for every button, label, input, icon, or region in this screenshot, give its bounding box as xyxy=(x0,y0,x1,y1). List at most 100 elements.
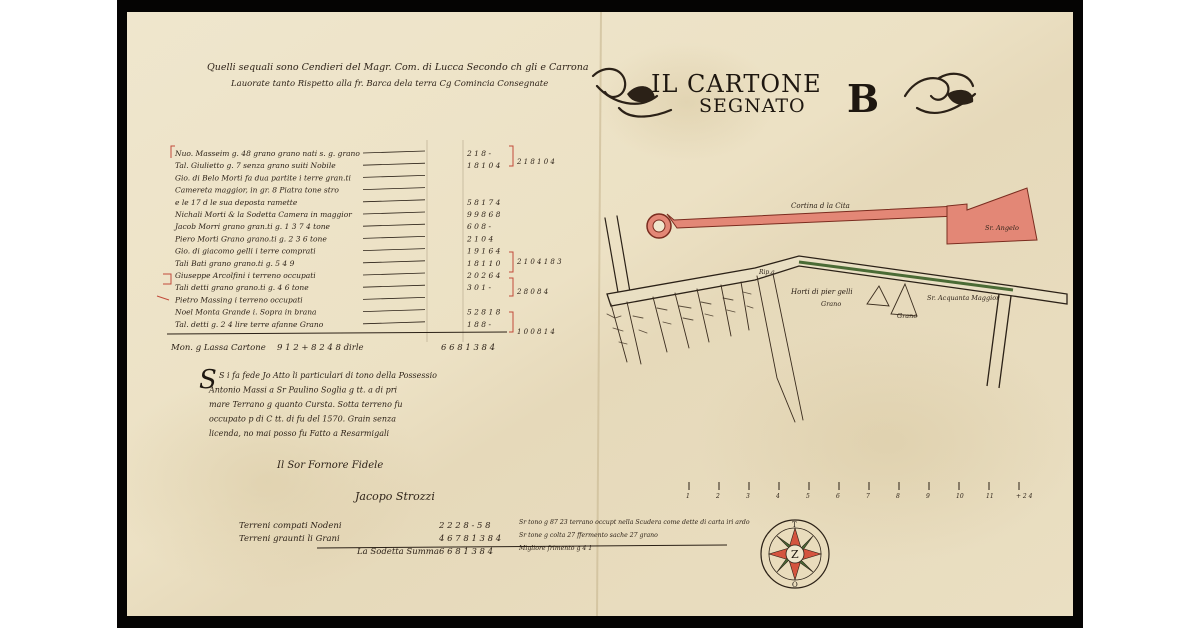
right-road xyxy=(986,293,1012,389)
bottom-row-amount: 6 6 8 1 3 8 4 xyxy=(439,547,493,557)
scale-tick-label: 7 xyxy=(866,493,870,500)
scale-tick-label: 3 xyxy=(746,493,750,500)
ledger-row-value: 5 8 1 7 4 xyxy=(467,198,501,207)
bottom-row-label: Terreni compati Nodeni xyxy=(239,521,342,531)
ledger-row-value: 2 1 8 - xyxy=(466,149,491,158)
ledger-row-dash xyxy=(362,199,426,203)
left-road-edge xyxy=(604,215,632,299)
ledger-total-label: Mon. g Lassa Cartone xyxy=(170,343,266,353)
ledger-row-dash xyxy=(362,321,426,325)
green-hedge xyxy=(798,260,1014,292)
compass-south-label: O xyxy=(792,581,798,589)
bottom-row-label: La Sodetta Summa xyxy=(356,547,439,557)
ledger: Nuo. Masseim g. 48 grano grano nati s. g… xyxy=(156,145,562,336)
ledger-row-dash xyxy=(362,211,426,215)
title-letter: B xyxy=(847,76,879,121)
ledger-row-dash xyxy=(362,309,426,312)
ledger-row-dash xyxy=(362,284,426,288)
ledger-row-dash xyxy=(362,187,426,190)
scale-tick-label: 1 xyxy=(686,493,690,500)
ledger-row-value: 1 9 1 6 4 xyxy=(467,247,501,256)
ledger-row-dash xyxy=(362,162,426,166)
ledger-row-dash xyxy=(362,175,426,178)
ledger-row-value: 1 8 1 0 4 xyxy=(467,161,501,170)
ledger-side-total: 2 1 8 1 0 4 xyxy=(516,158,555,166)
paper-stain xyxy=(697,322,1073,562)
ledger-row-dash xyxy=(362,236,426,239)
paper-stain xyxy=(127,372,427,592)
scale-tick-label: 4 xyxy=(775,493,780,500)
parcel-scribbles xyxy=(606,291,754,345)
ledger-row-text: Gio. di Belo Morti fa dua partite i terr… xyxy=(175,173,351,182)
scale-tick-label: 10 xyxy=(956,493,964,500)
paper-stain xyxy=(597,42,777,162)
note-line: occupato p di C tt. di fu del 1570. Grai… xyxy=(209,415,396,424)
note-line: mare Terrano g quanto Cursta. Sotta terr… xyxy=(209,400,403,409)
angle-bastion xyxy=(946,187,1038,245)
scale-tick-label: 2 xyxy=(715,493,720,500)
ledger-row-dash xyxy=(362,272,426,276)
ledger-row-text: Gio. di giacomo gelli i terre comprati xyxy=(175,247,316,256)
ledger-side-total: 2 1 0 4 1 8 3 xyxy=(516,258,562,266)
ledger-row-text: Tali Bati grano grano.ti g. 5 4 9 xyxy=(175,259,295,268)
ledger-total-rule xyxy=(166,331,508,335)
ledger-row-text: Camereta maggior, in gr. 8 Piatra tone s… xyxy=(175,186,339,195)
ledger-row-value: 5 2 8 1 8 xyxy=(467,308,501,317)
ledger-row-text: Pietro Massing i terreno occupati xyxy=(174,295,303,304)
bottom-row-note: Sr tone g colta 27 ffermento sache 27 gr… xyxy=(519,532,658,539)
ledger-row-text: e le 17 d le sua deposta ramette xyxy=(175,198,298,207)
ledger-row-text: Tal. detti g. 2 4 lire terre afanne Gran… xyxy=(175,320,324,329)
left-flourish-leaf xyxy=(627,86,655,103)
ledger-total-sum: 6 6 8 1 3 8 4 xyxy=(441,343,495,353)
manuscript-sheet: Quelli sequali sono Cendieri del Magr. C… xyxy=(127,12,1073,616)
ledger-row-text: Jacob Morri grano gran.ti g. 1 3 7 4 ton… xyxy=(173,222,331,231)
ledger-row-value: 2 1 0 4 xyxy=(466,234,493,243)
scale-tick-label: 11 xyxy=(986,493,994,500)
cortina-label: Cortina d la Cita xyxy=(791,202,850,210)
lower-right-label: Sr. Acquanta Maggior xyxy=(927,294,1000,302)
title-cartouche: IL CARTONE SEGNATO B xyxy=(591,67,977,121)
grano-label: Grano xyxy=(897,312,917,320)
map-drawing: Cortina d la Cita Sr. Angelo Horti di pi… xyxy=(604,187,1068,423)
road-label: Rip.a xyxy=(758,269,775,276)
title-line-1: IL CARTONE xyxy=(651,70,822,98)
ledger-row-value: 2 0 2 6 4 xyxy=(466,271,501,280)
ledger-row-text: Giuseppe Arcolfini i terreno occupati xyxy=(175,271,316,280)
grano-label: Grano xyxy=(821,300,841,308)
ledger-row-dash xyxy=(362,248,426,251)
ledger-row-value: 9 9 8 6 8 xyxy=(467,210,501,219)
ledger-row-text: Tali detti grano grano.ti g. 4 6 tone xyxy=(175,283,309,292)
ledger-red-mark xyxy=(156,145,175,301)
compass-center xyxy=(785,544,805,564)
scale-tick-label: + 2 4 xyxy=(1016,493,1033,500)
ledger-row-text: Piero Morti Grano grano.ti g. 2 3 6 tone xyxy=(174,234,327,243)
scale-tick-label: 9 xyxy=(926,493,930,500)
bottom-summary-rule xyxy=(316,544,728,549)
ledger-row-text: Tal. Giulietto g. 7 senza grano suiti No… xyxy=(175,161,336,170)
ledger-red-bracket xyxy=(509,145,514,333)
bottom-row-label: Terreni graunti li Grani xyxy=(239,534,340,544)
header-note: Quelli sequali sono Cendieri del Magr. C… xyxy=(207,62,589,89)
ledger-row-dash xyxy=(362,150,426,154)
ledger-total-amount: 9 1 2 + 8 2 4 8 dirle xyxy=(277,343,364,353)
ledger-row-text: Nichali Morti & la Sodetta Camera in mag… xyxy=(174,210,352,219)
bottom-row-note: Sr tono g 87 23 terrano occupt nella Scu… xyxy=(519,519,750,526)
bottom-row-amount: 2 2 2 8 - 5 8 xyxy=(438,521,491,531)
bottom-summary: Terreni compati Nodeni 2 2 2 8 - 5 8 Sr to… xyxy=(239,519,750,557)
parcel-lines xyxy=(610,273,804,423)
right-flourish-leaf xyxy=(947,89,974,105)
header-note-line-2: Lauorate tanto Rispetto alla fr. Barca d… xyxy=(230,79,548,89)
scale-tick-label: 8 xyxy=(896,493,900,500)
ledger-row-text: Nuo. Masseim g. 48 grano grano nati s. g… xyxy=(174,149,360,158)
round-bastion-inner xyxy=(652,219,666,233)
note-line: Antonio Massi a Sr Paulino Soglia g tt. … xyxy=(208,386,398,395)
ledger-side-total: 2 8 0 8 4 xyxy=(516,288,548,296)
bastion-label: Sr. Angelo xyxy=(985,224,1019,232)
ledger-row-text: Noel Monta Grande i. Sopra in brana xyxy=(174,308,317,317)
header-note-line-1: Quelli sequali sono Cendieri del Magr. C… xyxy=(207,62,589,73)
signature-1: Il Sor Fornore Fidele xyxy=(276,460,383,471)
compass-center-mark: Z xyxy=(791,548,799,561)
small-triangle-marker xyxy=(866,282,918,317)
note-line: S i fa fede Jo Atto li particulari di to… xyxy=(219,371,437,380)
